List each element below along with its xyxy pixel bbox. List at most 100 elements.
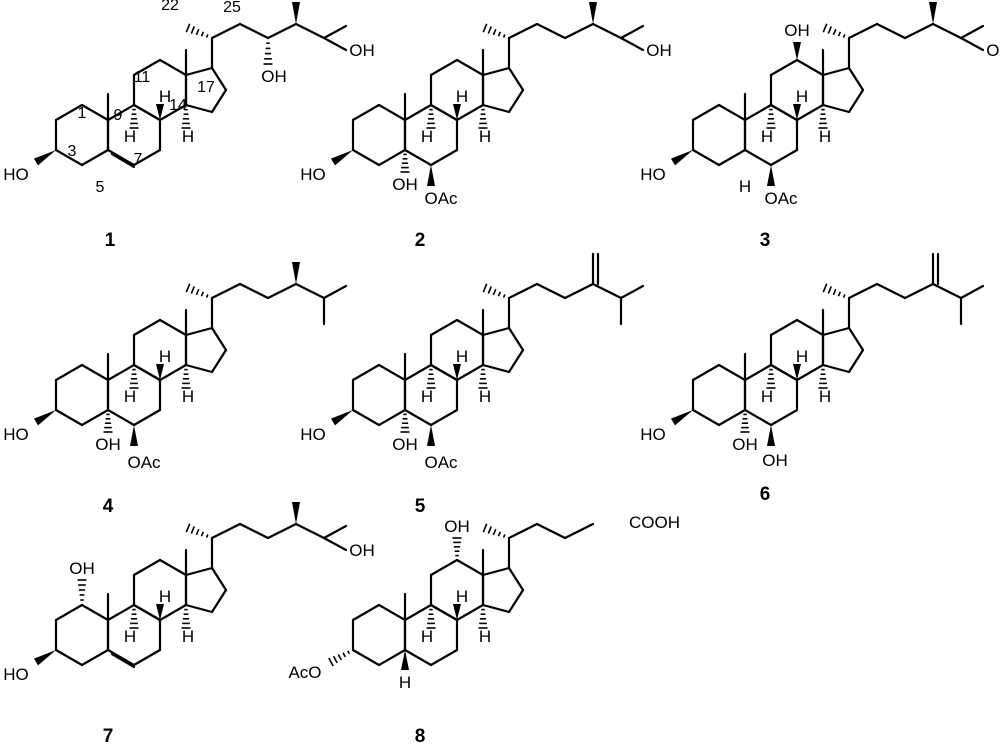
c25-oh-bond xyxy=(959,36,985,52)
h14-label: H xyxy=(182,387,194,406)
h8-wedge-bond xyxy=(453,604,461,620)
ring-c-bond xyxy=(769,103,799,122)
h9-hashed-bond xyxy=(426,608,436,629)
ring-c-bond xyxy=(132,363,162,382)
h8-label: H xyxy=(159,587,171,606)
c6-oac-wedge xyxy=(427,425,435,446)
ring-b-bond xyxy=(403,648,433,667)
h8-label: H xyxy=(159,347,171,366)
ring-c-bond xyxy=(769,363,799,382)
c23-oh-hashed xyxy=(263,42,273,65)
c5-oh-hashed xyxy=(400,153,410,173)
h9-label: H xyxy=(761,387,773,406)
side-chain-bond xyxy=(507,22,539,40)
ring-d-bond xyxy=(847,326,865,352)
ring-b-bond xyxy=(743,363,773,382)
locant-1: 1 xyxy=(78,105,87,122)
side-chain-bond xyxy=(903,282,935,300)
c3-hydroxyl-label: HO xyxy=(640,165,666,184)
ring-c-bond xyxy=(455,603,485,622)
c21-hashed-bond xyxy=(482,283,506,298)
ring-d-bond xyxy=(507,588,525,614)
h9-hashed-bond xyxy=(426,108,436,129)
c3-hydroxyl-label: HO xyxy=(640,425,666,444)
side-chain-bond xyxy=(210,282,242,300)
ring-d-bond xyxy=(210,88,228,114)
ring-c-bond xyxy=(455,363,485,382)
ring-c-bond xyxy=(455,558,485,577)
c12-oh-hashed xyxy=(452,537,462,557)
ring-c-bond xyxy=(455,318,485,337)
ring-b-bond xyxy=(106,603,136,622)
ring-b-bond xyxy=(743,408,773,427)
ring-d-bond xyxy=(481,603,511,614)
ring-c-bond xyxy=(158,318,188,337)
ring-c-bond xyxy=(769,58,799,77)
ring-c-bond xyxy=(132,318,162,337)
ring-a-bond xyxy=(80,148,110,167)
h9-hashed-bond xyxy=(129,608,139,629)
c24-methyl-wedge xyxy=(292,2,300,24)
c6-hydroxyl-label: OH xyxy=(762,451,788,470)
c5-hydroxyl-label: OH xyxy=(95,435,121,454)
ring-a-bond xyxy=(377,648,407,667)
c6-oac-wedge xyxy=(427,165,435,186)
side-chain-bond xyxy=(847,282,879,300)
c21-hashed-bond xyxy=(185,523,209,538)
h8-wedge-bond xyxy=(453,104,461,120)
ring-c-bond xyxy=(795,58,825,77)
h8-label: H xyxy=(796,87,808,106)
h14-hashed-bond xyxy=(181,608,191,629)
ring-a-bond xyxy=(351,603,381,622)
ring-b-bond xyxy=(403,103,433,122)
c24-methyl-wedge xyxy=(292,502,300,524)
ring-c-bond xyxy=(158,603,188,622)
c26-bond xyxy=(619,284,645,300)
h9-hashed-bond xyxy=(766,108,776,129)
ring-c-bond xyxy=(429,103,459,122)
locant-25: 25 xyxy=(223,0,241,16)
c26-bond xyxy=(619,24,645,40)
c3-oh-wedge xyxy=(670,410,693,426)
ring-a-bond xyxy=(717,363,747,382)
h14-hashed-bond xyxy=(818,108,828,129)
ring-a-bond xyxy=(80,648,110,667)
c6-acetate-label: OAc xyxy=(424,189,458,208)
ring-d-bond xyxy=(481,103,511,114)
c1-oh-hashed xyxy=(77,579,87,601)
h14-hashed-bond xyxy=(181,108,191,129)
ring-a-bond xyxy=(691,148,721,167)
c5-oh-hashed xyxy=(740,413,750,433)
h9-label: H xyxy=(421,127,433,146)
c25-oh-bond xyxy=(322,36,348,52)
ring-b-bond xyxy=(429,148,459,167)
ring-b-bond xyxy=(403,148,433,167)
side-chain-bond xyxy=(294,282,326,300)
ring-b-bond xyxy=(106,648,136,667)
h9-label: H xyxy=(421,387,433,406)
c3-hydroxyl-label: HO xyxy=(3,425,29,444)
ring-a-bond xyxy=(351,363,381,382)
side-chain-bond xyxy=(535,22,567,40)
locant-14: 14 xyxy=(169,97,187,114)
c24-methyl-wedge xyxy=(929,2,937,24)
side-chain-bond xyxy=(931,282,963,300)
c3-oac-hashed xyxy=(328,650,351,667)
ring-a-bond xyxy=(717,103,747,122)
compound-number-7: 7 xyxy=(103,726,114,747)
ring-d-bond xyxy=(821,103,851,114)
ring-d-bond xyxy=(847,88,865,114)
ring-a-bond xyxy=(54,648,84,667)
c21-hashed-bond xyxy=(185,283,209,298)
compound-number-2: 2 xyxy=(415,230,426,251)
h8-wedge-bond xyxy=(156,604,164,620)
ring-c-bond xyxy=(429,58,459,77)
side-chain-bond xyxy=(210,522,242,540)
c26-bond xyxy=(959,284,985,300)
c25-hydroxyl-label: OH xyxy=(986,41,1000,60)
h8-wedge-bond xyxy=(793,104,801,120)
ring-c-bond xyxy=(795,318,825,337)
ring-a-bond xyxy=(54,103,84,122)
ring-c-bond xyxy=(132,103,162,122)
